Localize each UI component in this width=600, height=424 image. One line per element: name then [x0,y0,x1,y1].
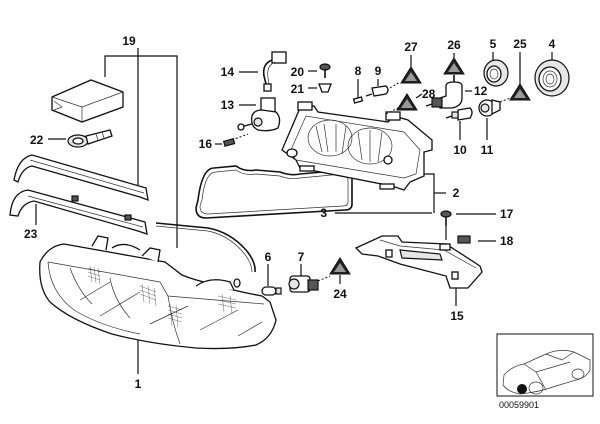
callout-11[interactable]: 11 [481,143,494,157]
screw-17[interactable]: 17 [440,207,514,240]
callout-22[interactable]: 22 [30,133,44,147]
headlight-lens-housing[interactable]: 1 [39,235,277,391]
lens-texture [87,265,237,328]
warning-triangle-24[interactable]: 24 [329,257,351,301]
callout-26[interactable]: 26 [447,38,461,52]
callout-19[interactable]: 19 [122,34,136,48]
callout-21[interactable]: 21 [291,82,305,96]
elbow-socket-12[interactable]: 12 [425,81,488,109]
callout-5[interactable]: 5 [490,37,497,51]
wiring-connector-part[interactable]: 14 [221,51,287,92]
callout-24[interactable]: 24 [333,287,347,301]
callout-27[interactable]: 27 [404,40,418,54]
location-marker [517,384,527,394]
bulb-10[interactable]: 10 [445,107,473,157]
callout-18[interactable]: 18 [500,234,514,248]
headlight-reflector-housing[interactable]: 2 [281,101,460,213]
expanding-rivet-21[interactable]: 21 [291,82,332,96]
screw-16[interactable]: 16 [199,137,236,151]
callout-23[interactable]: 23 [24,227,38,241]
callout-3[interactable]: 3 [320,206,327,220]
callout-7[interactable]: 7 [298,250,305,264]
callout-19-group: 19 [104,34,178,248]
callout-15[interactable]: 15 [450,309,464,323]
warning-triangle-26[interactable]: 26 [443,38,465,82]
callout-20[interactable]: 20 [291,65,305,79]
repair-kit-box[interactable] [51,79,124,123]
diagram-code: 00059901 [499,400,539,410]
callout-2[interactable]: 2 [453,186,460,200]
ring-tool-part[interactable]: 22 [30,129,113,148]
callout-25[interactable]: 25 [513,37,527,51]
adjuster-bolt-9[interactable]: 9 [365,64,389,97]
bulb-socket-part[interactable]: 7 [288,250,331,293]
warning-triangle-28[interactable]: 28 [385,87,436,115]
callout-10[interactable]: 10 [453,143,467,157]
callout-12[interactable]: 12 [474,84,488,98]
callout-1[interactable]: 1 [135,377,142,391]
warning-triangle-27[interactable]: 27 [389,40,422,89]
callout-13[interactable]: 13 [221,98,235,112]
callout-8[interactable]: 8 [355,64,362,78]
clip-nut-18[interactable]: 18 [457,234,514,248]
small-cover-cap-5[interactable]: 5 [483,37,509,87]
car-outline-icon [502,350,591,395]
callout-14[interactable]: 14 [221,65,235,79]
upper-trim-strip[interactable] [13,154,149,202]
seal-strip[interactable] [155,222,256,273]
callout-4[interactable]: 4 [549,37,556,51]
callout-16[interactable]: 16 [199,137,213,151]
callout-17[interactable]: 17 [500,207,514,221]
push-pin-20[interactable]: 20 [291,63,331,79]
bulb-wedge-part[interactable]: 6 [261,250,282,296]
bulb-holder-11[interactable]: 11 [478,99,501,157]
trim-strip-23[interactable]: 23 [9,189,148,241]
callout-6[interactable]: 6 [265,250,272,264]
callout-9[interactable]: 9 [375,64,382,78]
warning-triangle-25[interactable]: 25 [499,37,531,103]
large-cover-cap-4[interactable]: 4 [534,37,570,97]
actuator-motor-part[interactable]: 13 [221,97,281,141]
mounting-bracket-15[interactable]: 15 [354,235,483,323]
car-location-inset: 00059901 [496,333,594,410]
adjuster-screw-8[interactable]: 8 [352,64,364,104]
